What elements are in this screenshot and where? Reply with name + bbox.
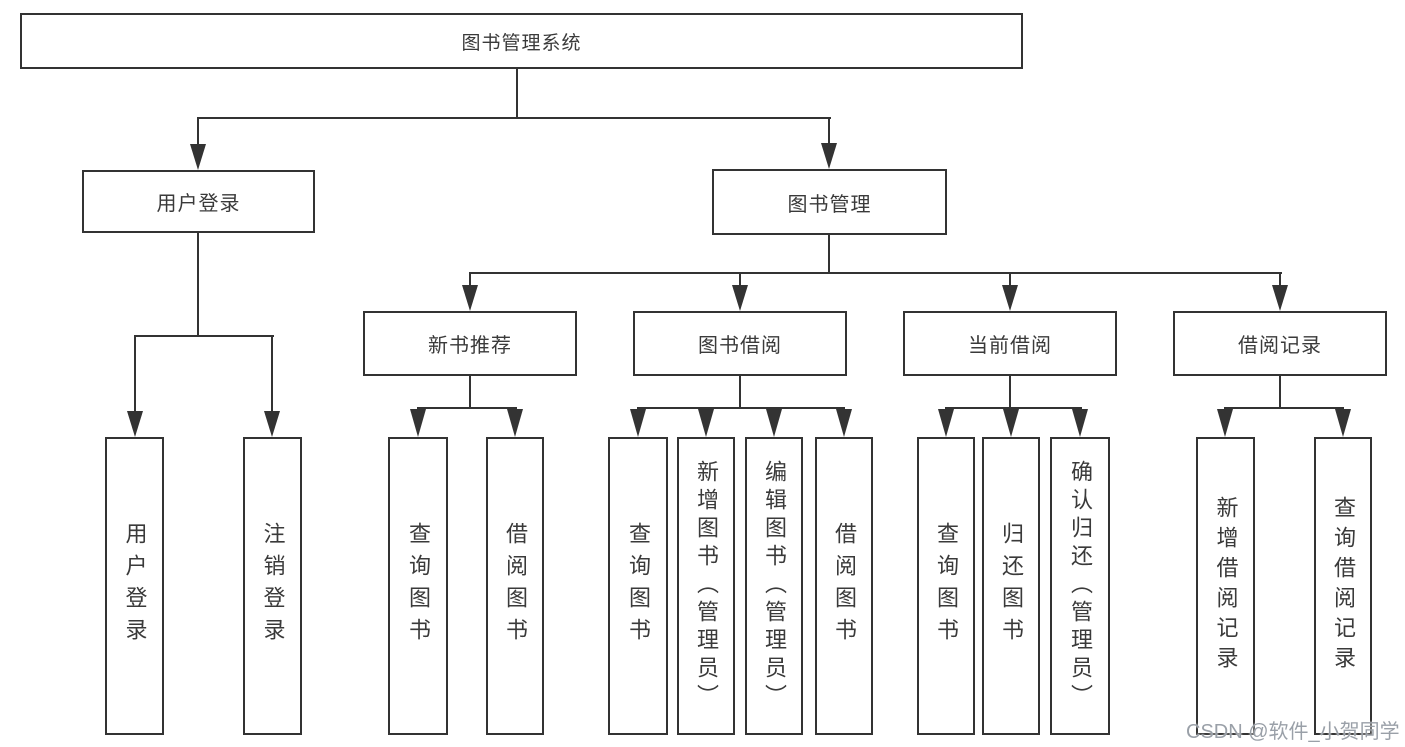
node-book-borrowing: 图书借阅 — [633, 311, 847, 376]
leaf-label: 借阅图书 — [503, 522, 528, 650]
arrow-down — [698, 409, 714, 437]
node-borrowing-records: 借阅记录 — [1173, 311, 1387, 376]
leaf-query-book-current: 查询图书 — [917, 437, 975, 735]
arrow-down — [630, 409, 646, 437]
arrow-down — [732, 285, 748, 311]
connector-borrow-record-horizontal — [1224, 407, 1344, 409]
leaf-borrow-book-recommend: 借阅图书 — [486, 437, 544, 735]
connector-stub-level3 — [1009, 272, 1011, 288]
leaf-label: 新增借阅记录 — [1213, 496, 1239, 676]
arrow-down — [1003, 409, 1019, 437]
node-user-login: 用户登录 — [82, 170, 315, 233]
connector-stub-level3 — [469, 272, 471, 288]
arrow-down — [462, 285, 478, 311]
arrow-down — [766, 409, 782, 437]
arrow-down — [821, 143, 837, 169]
leaf-label: 查询图书 — [934, 522, 959, 650]
connector-current-borrow-vertical — [1009, 376, 1011, 409]
connector-book-mgmt-vertical — [828, 235, 830, 274]
leaf-label: 用户登录 — [122, 522, 148, 650]
arrow-down — [836, 409, 852, 437]
leaf-label: 查询借阅记录 — [1331, 496, 1356, 676]
leaf-label: 注销登录 — [260, 522, 286, 650]
connector-stub-level3 — [739, 272, 741, 288]
leaf-user-login: 用户登录 — [105, 437, 164, 735]
leaf-label: 借阅图书 — [832, 522, 857, 650]
leaf-label: 查询图书 — [626, 522, 651, 650]
csdn-watermark: CSDN @软件_小贺同学 — [1186, 721, 1400, 743]
leaf-add-book-admin: 新增图书（管理员） — [677, 437, 735, 735]
arrow-down — [1002, 285, 1018, 311]
connector-new-book-horizontal — [417, 407, 517, 409]
leaf-label: 确认归还（管理员） — [1068, 460, 1093, 712]
connector-new-book-vertical — [469, 376, 471, 409]
node-library-management-system: 图书管理系统 — [20, 13, 1023, 69]
arrow-down — [507, 409, 523, 437]
leaf-borrow-book-borrowing: 借阅图书 — [815, 437, 873, 735]
arrow-down — [264, 411, 280, 437]
connector-root-vertical — [516, 69, 518, 119]
arrow-down — [1272, 285, 1288, 311]
arrow-down — [190, 144, 206, 170]
connector-user-login-vertical — [197, 233, 199, 337]
leaf-logout: 注销登录 — [243, 437, 302, 735]
leaf-label: 新增图书（管理员） — [694, 460, 719, 712]
connector-stub-user-login — [197, 117, 199, 148]
connector-book-borrow-horizontal — [637, 407, 845, 409]
leaf-edit-book-admin: 编辑图书（管理员） — [745, 437, 803, 735]
connector-stub-level3 — [1279, 272, 1281, 288]
connector-book-borrow-vertical — [739, 376, 741, 409]
connector-stub-leaf — [271, 335, 273, 415]
leaf-confirm-return-admin: 确认归还（管理员） — [1050, 437, 1110, 735]
leaf-query-book-recommend: 查询图书 — [388, 437, 448, 735]
leaf-return-book: 归还图书 — [982, 437, 1040, 735]
leaf-label: 归还图书 — [999, 522, 1024, 650]
arrow-down — [410, 409, 426, 437]
connector-user-login-horizontal — [134, 335, 274, 337]
connector-borrow-record-vertical — [1279, 376, 1281, 409]
arrow-down — [1335, 409, 1351, 437]
node-new-book-recommendation: 新书推荐 — [363, 311, 577, 376]
node-book-management: 图书管理 — [712, 169, 947, 235]
node-current-borrowing: 当前借阅 — [903, 311, 1117, 376]
leaf-add-borrow-record: 新增借阅记录 — [1196, 437, 1255, 735]
leaf-query-borrow-record: 查询借阅记录 — [1314, 437, 1372, 735]
arrow-down — [938, 409, 954, 437]
leaf-label: 查询图书 — [406, 522, 431, 650]
connector-stub-book-mgmt — [828, 117, 830, 147]
arrow-down — [127, 411, 143, 437]
connector-current-borrow-horizontal — [945, 407, 1082, 409]
leaf-query-book-borrowing: 查询图书 — [608, 437, 668, 735]
arrow-down — [1072, 409, 1088, 437]
connector-stub-leaf — [134, 335, 136, 415]
arrow-down — [1217, 409, 1233, 437]
leaf-label: 编辑图书（管理员） — [762, 460, 787, 712]
connector-book-mgmt-horizontal — [469, 272, 1282, 274]
connector-root-horizontal — [197, 117, 831, 119]
